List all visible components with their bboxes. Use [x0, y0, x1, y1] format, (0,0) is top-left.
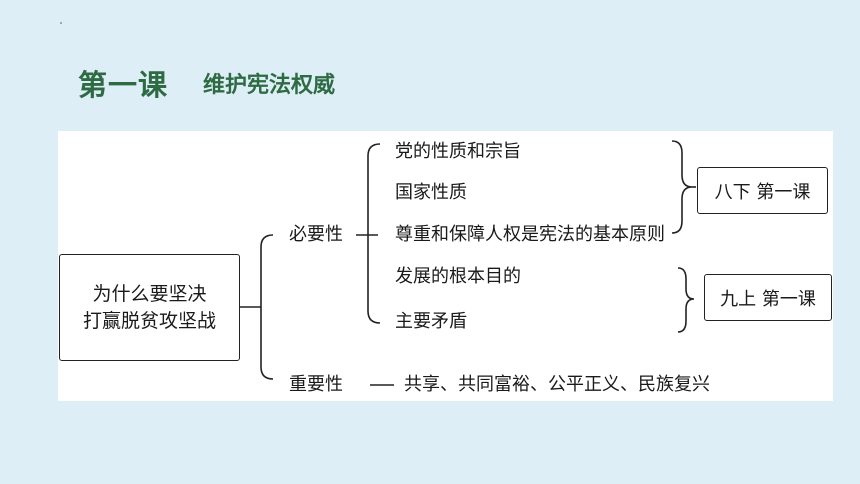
connector-lines	[240, 140, 696, 386]
lesson-title: 第一课	[78, 68, 169, 102]
root-question-box: 为什么要坚决 打赢脱贫攻坚战	[59, 254, 240, 361]
reference-box-grade9: 九上 第一课	[704, 274, 832, 321]
necessity-item-3: 尊重和保障人权是宪法的基本原则	[395, 224, 665, 245]
root-line-2: 打赢脱贫攻坚战	[82, 309, 216, 332]
necessity-label: 必要性	[289, 224, 343, 245]
necessity-item-4: 发展的根本目的	[395, 266, 521, 287]
topic-title: 维护宪法权威	[203, 73, 336, 98]
importance-label: 重要性	[289, 374, 343, 395]
importance-text: 共享、共同富裕、公平正义、民族复兴	[404, 374, 710, 395]
necessity-item-1: 党的性质和宗旨	[395, 141, 521, 162]
reference-box-grade8: 八下 第一课	[697, 167, 828, 214]
necessity-item-5: 主要矛盾	[395, 311, 467, 332]
root-line-1: 为什么要坚决	[92, 282, 207, 305]
necessity-item-2: 国家性质	[395, 182, 467, 203]
main-bracket	[260, 234, 274, 380]
slide-dot	[60, 22, 62, 24]
mind-map-panel: 为什么要坚决 打赢脱贫攻坚战 必要性 党的性质和宗旨 国家性质 尊重和保障人权是…	[58, 131, 833, 401]
group2-brace	[677, 267, 695, 333]
items-bracket	[367, 143, 381, 324]
group1-brace	[671, 140, 693, 234]
